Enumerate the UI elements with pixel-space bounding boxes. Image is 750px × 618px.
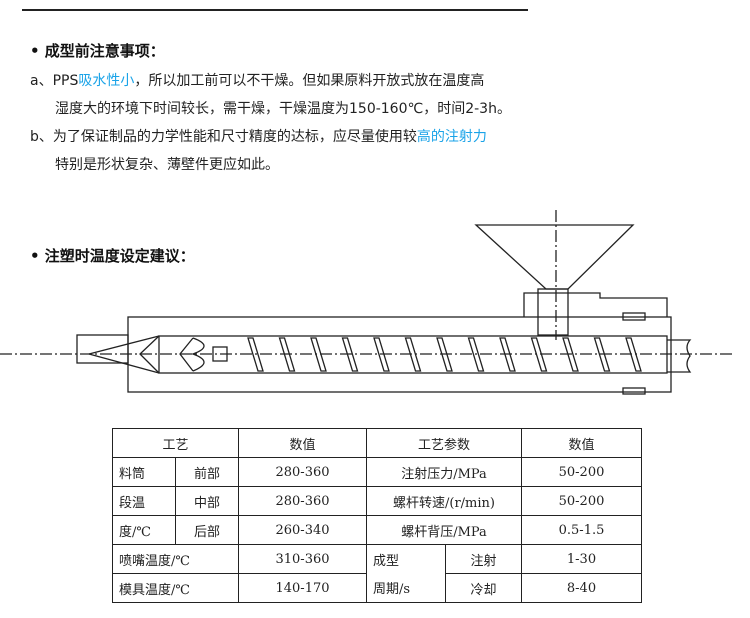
screw-shaft-end	[667, 339, 692, 373]
screw-tube	[158, 335, 668, 374]
heater-clip-bottom	[622, 387, 646, 395]
zone: 中部	[175, 486, 239, 516]
note-b-highlight: 高的注射力	[416, 129, 487, 145]
zone-value: 280-360	[238, 457, 367, 487]
section-heading-temperature: • 注塑时温度设定建议：	[30, 247, 195, 265]
table-header: 工艺 数值 工艺参数 数值	[112, 428, 642, 458]
heater-clip-top	[622, 312, 646, 321]
screw-flights	[247, 337, 642, 372]
param: 螺杆背压/MPa	[366, 515, 522, 545]
param: 螺杆转速/(r/min)	[366, 486, 522, 516]
header-parameter: 工艺参数	[366, 428, 522, 458]
cycle-phase: 注射	[445, 544, 522, 574]
screw-tip	[139, 335, 160, 374]
table-row: 段温 中部 280-360 螺杆转速/(r/min) 50-200	[112, 486, 642, 516]
screw-flight	[467, 337, 485, 372]
param-value: 50-200	[521, 457, 642, 487]
check-ring	[191, 337, 205, 372]
cycle-value: 8-40	[521, 573, 642, 603]
header-process: 工艺	[112, 428, 239, 458]
nozzle	[76, 334, 129, 364]
zone-value: 280-360	[238, 486, 367, 516]
note-a-rest: ，所以加工前可以不干燥。但如果原料开放式放在温度高	[134, 73, 485, 89]
nozzle-temp-label: 喷嘴温度/℃	[112, 544, 239, 574]
hopper	[474, 224, 635, 290]
header-param-value: 数值	[521, 428, 642, 458]
param: 注射压力/MPa	[366, 457, 522, 487]
note-a-line1: a、PPS吸水性小，所以加工前可以不干燥。但如果原料开放式放在温度高	[30, 70, 484, 90]
barrel-label: 料筒	[112, 457, 176, 487]
param-value: 0.5-1.5	[521, 515, 642, 545]
screw-flight	[310, 337, 327, 372]
note-b-prefix: b、为了保证制品的力学性能和尺寸精度的达标，应尽量使用较	[30, 129, 417, 145]
table-row: 喷嘴温度/℃ 310-360 成型 注射 1-30	[112, 544, 642, 574]
screw-flight	[436, 337, 453, 372]
screw-flight	[625, 337, 642, 372]
screw-flight	[530, 337, 548, 372]
cycle-label: 周期/s	[366, 573, 446, 603]
mold-temp-value: 140-170	[238, 573, 367, 603]
nozzle-temp-value: 310-360	[238, 544, 367, 574]
screw-flight	[278, 337, 296, 372]
note-a-line2: 湿度大的环境下时间较长，需干燥，干燥温度为150-160℃，时间2-3h。	[55, 101, 511, 117]
table-row: 料筒 前部 280-360 注射压力/MPa 50-200	[112, 457, 642, 487]
screw-flight	[341, 337, 359, 372]
screw-flight	[247, 337, 264, 372]
cycle-value: 1-30	[521, 544, 642, 574]
barrel-label: 度/℃	[112, 515, 176, 545]
zone: 前部	[175, 457, 239, 487]
feed-housing	[523, 292, 668, 317]
table-row: 度/℃ 后部 260-340 螺杆背压/MPa 0.5-1.5	[112, 515, 642, 545]
parameter-table: 工艺 数值 工艺参数 数值 料筒 前部 280-360 注射压力/MPa 50-…	[112, 428, 642, 603]
note-a-highlight: 吸水性小	[78, 73, 135, 89]
note-b-line1: b、为了保证制品的力学性能和尺寸精度的达标，应尽量使用较高的注射力	[30, 126, 487, 146]
hopper-throat	[537, 288, 569, 336]
param-value: 50-200	[521, 486, 642, 516]
zone-value: 260-340	[238, 515, 367, 545]
section-heading-pre-molding: • 成型前注意事项：	[30, 42, 165, 60]
cycle-phase: 冷却	[445, 573, 522, 603]
screw-flight	[499, 337, 516, 372]
screw-flight	[593, 337, 611, 372]
table-row: 模具温度/℃ 140-170 周期/s 冷却 8-40	[112, 573, 642, 603]
screw-flight	[373, 337, 390, 372]
screw-flight	[404, 337, 422, 372]
header-value: 数值	[238, 428, 367, 458]
note-b-line2: 特别是形状复杂、薄壁件更应如此。	[55, 157, 279, 173]
note-a-prefix: a、PPS	[30, 73, 79, 89]
injection-screw-diagram	[0, 210, 735, 395]
mold-temp-label: 模具温度/℃	[112, 573, 239, 603]
zone: 后部	[175, 515, 239, 545]
screw-flight	[562, 337, 579, 372]
cycle-label: 成型	[366, 544, 446, 574]
barrel-label: 段温	[112, 486, 176, 516]
divider	[22, 9, 528, 11]
